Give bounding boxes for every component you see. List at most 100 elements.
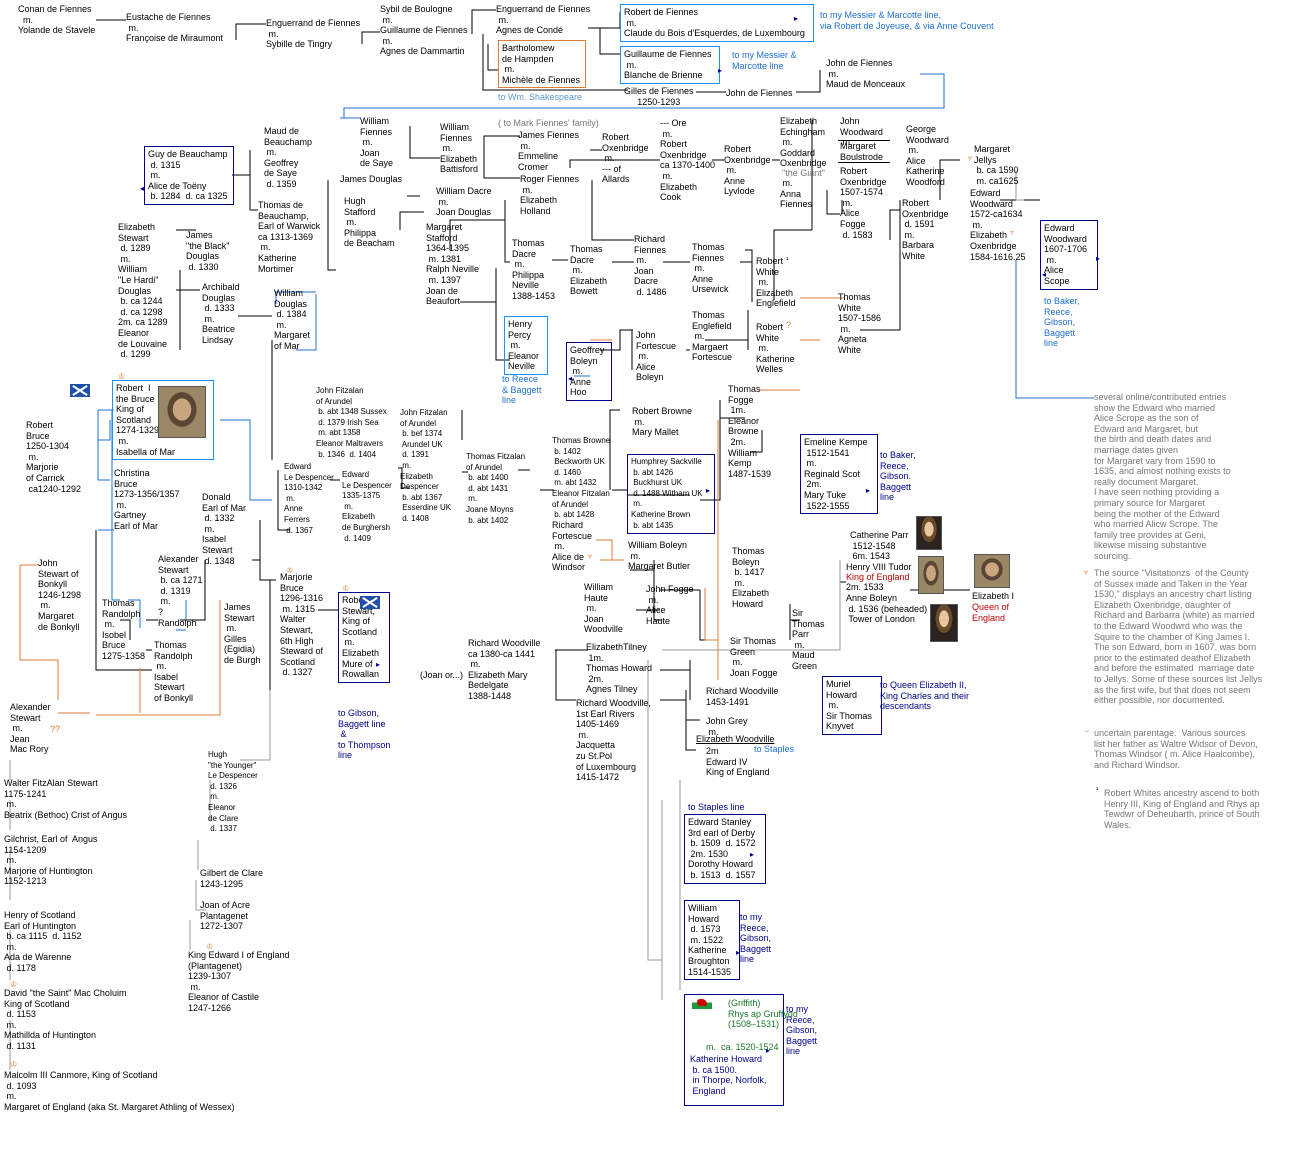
person-robert-bruce-1: Robert Bruce 1250-1304 m. Marjorie of Ca… xyxy=(26,420,82,494)
crown-marker-icon: ♔ xyxy=(342,584,350,593)
back-arrow-icon[interactable]: ◂ xyxy=(568,374,573,383)
person-joan-of-acre: Joan of Acre Plantagenet 1272-1307 xyxy=(200,900,251,932)
person-edward-woodward-1: Edward Woodward 1572-ca1634 m. Elizabeth… xyxy=(970,188,1026,262)
question-marker: ? xyxy=(786,320,792,330)
link-messier-1[interactable]: to my Messier & Marcotte line, via Rober… xyxy=(820,10,994,31)
expand-arrow-icon[interactable]: ▸ xyxy=(376,660,381,669)
person-william-howard: William Howard d. 1573 m. 1522 Katherine… xyxy=(684,900,740,981)
link-reece-1[interactable]: to Reece & Baggett line xyxy=(502,374,542,406)
person-edward-despencer-1: Edward Le Despencer 1310-1342 m. Anne Fe… xyxy=(284,462,334,535)
person-bartholomew: Bartholomew de Hampden m. Michèle de Fie… xyxy=(498,40,586,89)
person-guillaume-2: Guillaume de Fiennes m. Blanche de Brien… xyxy=(620,46,720,84)
person-margaret-jellys: Margaret Jellys b. ca 1590 m. ca1625 xyxy=(974,144,1019,186)
person-donald: Donald Earl of Mar d. 1332 m. Isabel Ste… xyxy=(202,492,247,566)
person-thomas-dacre-2: Thomas Dacre m. Elizabeth Bowett xyxy=(570,244,608,297)
person-gilles: Gilles de Fiennes 1250-1293 xyxy=(624,86,694,107)
crown-marker-icon: ♔ xyxy=(118,372,126,381)
person-emeline-kempe: Emeline Kempe 1512-1541 m. Reginald Scot… xyxy=(800,434,878,515)
person-william-dacre: William Dacre m. Joan Douglas xyxy=(436,186,492,218)
person-malcolm: Malcolm III Canmore, King of Scotland d.… xyxy=(4,1070,235,1112)
link-gibson-1[interactable]: to Gibson, Baggett line & to Thompson li… xyxy=(338,708,391,761)
title-queen-of-england: Queen of England xyxy=(972,602,1010,623)
person-george-woodward: George Woodward m. Alice Katherine Woodf… xyxy=(906,124,949,187)
person-edward-stanley: Edward Stanley 3rd earl of Derby b. 1509… xyxy=(684,814,766,884)
note-uncertain-parentage: uncertain parentage. Various sources lis… xyxy=(1094,728,1258,770)
link-mark-fiennes[interactable]: ( to Mark Fiennes' family) xyxy=(498,118,599,128)
person-richard-woodville-3: Richard Woodville 1453-1491 xyxy=(706,686,779,707)
person-thomas-fogge: Thomas Fogge 1m. Eleanor Browne 2m. Will… xyxy=(728,384,772,479)
person-james-the-black: James "the Black" Douglas d. 1330 xyxy=(186,230,230,272)
person-robert-white-1: Robert White m. Elizabeth Englefield xyxy=(756,256,796,309)
person-roger-fiennes: Roger Fiennes m. Elizabeth Holland xyxy=(520,174,580,216)
expand-arrow-icon[interactable]: ▸ xyxy=(750,850,755,859)
person-enguerrand-1: Enguerrand de Fiennes m. Sybille de Ting… xyxy=(266,18,361,50)
link-staples-2[interactable]: to Staples line xyxy=(688,802,745,812)
person-anna-fiennes: m. Anna Fiennes xyxy=(780,178,813,210)
person-john-fitzalan-2: John Fitzalan of Arundel b. bef 1374 Aru… xyxy=(400,408,452,523)
link-messier-2[interactable]: to my Messier & Marcotte line xyxy=(732,50,797,71)
person-william-fiennes-2: William Fiennes m. Elizabeth Battisford xyxy=(440,122,479,175)
person-eustache: Eustache de Fiennes m. Françoise de Mira… xyxy=(126,12,224,44)
person-thomas-white: Thomas White 1507-1586 m. Agneta White xyxy=(838,292,882,355)
expand-arrow-icon[interactable]: ▸ xyxy=(794,14,799,23)
note-joan-or: (Joan or...) xyxy=(420,670,464,680)
person-marjorie-bruce: Marjorie Bruce 1296-1316 m. 1315 Walter … xyxy=(280,572,324,678)
nickname-giant: "the Giant" xyxy=(782,168,825,178)
person-guy-de-beauchamp: Guy de Beauchamp d. 1315 m. Alice de Toë… xyxy=(144,146,234,205)
expand-arrow-icon[interactable]: ▸ xyxy=(718,66,723,75)
link-staples-1[interactable]: to Staples xyxy=(754,744,795,754)
person-edward-i: King Edward I of England (Plantagenet) 1… xyxy=(188,950,290,1013)
person-hugh-despencer: Hugh "the Younger" Le Despencer d. 1326 … xyxy=(208,750,258,834)
person-catherine-parr: Catherine Parr 1512-1548 6m. 1543 xyxy=(850,530,909,562)
person-james-fiennes: James Fiennes m. Emmeline Cromer xyxy=(518,130,580,172)
back-arrow-icon[interactable]: ◂ xyxy=(1042,270,1047,279)
person-alexander-stewart-1: Alexander Stewart b. ca 1271 d. 1319 m. … xyxy=(158,554,203,628)
expand-arrow-icon[interactable]: ▸ xyxy=(736,948,741,957)
expand-arrow-icon[interactable]: ▸ xyxy=(1096,254,1101,263)
footnote-marker-2: ¹ xyxy=(1096,787,1099,794)
person-goddard: Elizabeth Echingham m. Goddard Oxenbridg… xyxy=(780,116,827,169)
person-william-haute: William Haute m. Joan Woodville xyxy=(584,582,623,635)
person-margaret-boulstrode: Margaret Boulstrode xyxy=(838,140,890,164)
crown-marker-icon: ♔ xyxy=(10,1060,18,1069)
link-queen-elizabeth[interactable]: to Queen Elizabeth II, King Charles and … xyxy=(880,680,970,712)
person-walter-fitzalan: Walter FitzAlan Stewart 1175-1241 m. Bea… xyxy=(4,778,128,820)
title-king-of-england: King of England xyxy=(846,572,910,582)
person-rhys: (Griffith) Rhys ap Gruffydd (1508–1531) xyxy=(728,998,798,1030)
back-arrow-icon[interactable]: ◂ xyxy=(140,184,145,193)
uncertain-marker-icon: ▿ xyxy=(968,154,973,163)
crown-marker-icon: ♔ xyxy=(286,566,294,575)
link-shakespeare[interactable]: to Wm. Shakespeare xyxy=(498,92,583,102)
person-muriel-howard: Muriel Howard m. Sir Thomas Knyvet xyxy=(822,676,882,735)
person-enguerrand-2: Enguerrand de Fiennes m. Agnes de Condé xyxy=(496,4,591,36)
person-david: David "the Saint" Mac Choluim King of Sc… xyxy=(4,988,127,1051)
person-alexander-stewart-2: Alexander Stewart m. Jean Mac Rory xyxy=(10,702,51,755)
link-reece-2[interactable]: to my Reece, Gibson, Baggett line xyxy=(740,912,772,965)
uncertain-marker-icon: ▿ xyxy=(588,552,593,561)
person-margaret-stafford: Margaret Stafford 1364-1395 m. 1381 Ralp… xyxy=(426,222,480,307)
link-baker-2[interactable]: to Baker, Reece, Gibson, Baggett line xyxy=(1044,296,1080,349)
link-baker-1[interactable]: to Baker, Reece, Gibson. Baggett line xyxy=(880,450,916,503)
person-thomas-fiennes: Thomas Fiennes m. Anne Ursewick xyxy=(692,242,729,295)
person-sir-thomas-parr: Sir Thomas Parr m. Maud Green xyxy=(792,608,825,671)
marriage-henry-anne: 2m. 1533 xyxy=(846,582,884,592)
person-robert-oxenbridge-3: Robert Oxenbridge m. Anne Lyvlode xyxy=(724,144,771,197)
scotland-flag-icon-2 xyxy=(360,596,380,609)
person-thomas-de-beauchamp: Thomas de Beauchamp, Earl of Warwick ca … xyxy=(258,200,321,274)
person-richard-woodville-1: Richard Woodville ca 1380-ca 1441 m. Eli… xyxy=(468,638,541,701)
footnote-marker: ¹ xyxy=(786,257,789,264)
person-elizabeth-stewart: Elizabeth Stewart d. 1289 m. William "Le… xyxy=(118,222,168,360)
expand-arrow-icon[interactable]: ▸ xyxy=(866,486,871,495)
note-visitations: The source "Visitationzs of the County o… xyxy=(1094,568,1263,706)
person-james-douglas: James Douglas xyxy=(340,174,403,184)
marriage-rhys: m. ca. 1520-1524 xyxy=(706,1042,779,1052)
person-robert-oxenbridge-2: --- Ore m. Robert Oxenbridge ca 1370-140… xyxy=(660,118,716,203)
person-guillaume-1: Sybil de Boulogne m. Guillaume de Fienne… xyxy=(380,4,468,57)
person-hugh-stafford: Hugh Stafford m. Philippa de Beacham xyxy=(344,196,395,249)
expand-arrow-icon[interactable]: ▸ xyxy=(766,1046,771,1055)
person-elizabeth-tilney: ElizabethTilney 1m. Thomas Howard 2m. Ag… xyxy=(586,642,653,695)
expand-arrow-icon[interactable]: ▸ xyxy=(706,486,711,495)
link-reece-3[interactable]: to my Reece, Gibson, Baggett line xyxy=(786,1004,818,1057)
person-john-woodward: John Woodward m. xyxy=(840,116,883,148)
